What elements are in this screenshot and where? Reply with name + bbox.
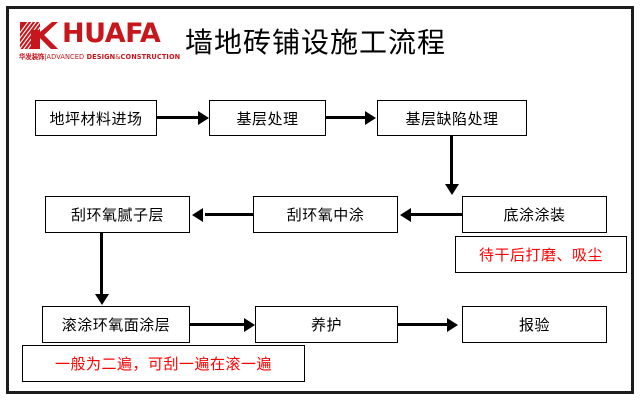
edge-line-n6-n5 bbox=[411, 213, 462, 216]
edge-arrowhead-n1-n2 bbox=[198, 111, 209, 125]
edge-arrowhead-n8-n9 bbox=[447, 318, 458, 332]
flow-node-epoxy-putty-layer[interactable]: 刮环氧腻子层 bbox=[45, 196, 190, 233]
flow-node-epoxy-topcoat-roll[interactable]: 滚涂环氧面涂层 bbox=[42, 306, 190, 343]
tagline-design: DESIGN bbox=[86, 53, 116, 61]
edge-line-n8-n9 bbox=[398, 323, 453, 326]
tagline-construction: CONSTRUCTION bbox=[120, 53, 181, 61]
flow-node-inspection[interactable]: 报验 bbox=[462, 306, 607, 343]
tagline-cn: 华发装饰 bbox=[19, 53, 45, 61]
huafa-wordmark: HUAFA bbox=[62, 18, 161, 49]
flow-node-base-treatment[interactable]: 基层处理 bbox=[209, 100, 326, 136]
edge-arrowhead-n4-n7 bbox=[95, 294, 109, 305]
edge-line-n4-n7 bbox=[100, 233, 103, 297]
tagline-separator: | bbox=[44, 53, 47, 61]
edge-line-n7-n8 bbox=[190, 323, 250, 326]
edge-line-n3-n6 bbox=[450, 136, 453, 186]
edge-arrowhead-n3-n6 bbox=[445, 184, 459, 195]
edge-arrowhead-n2-n3 bbox=[365, 111, 376, 125]
note-two-coats: 一般为二遍，可刮一遍在滚一遍 bbox=[22, 345, 305, 382]
flow-node-primer-coating[interactable]: 底涂涂装 bbox=[462, 196, 607, 233]
edge-line-n1-n2 bbox=[157, 116, 200, 119]
huafa-logo-mark-icon bbox=[20, 22, 58, 49]
edge-line-n2-n3 bbox=[326, 116, 367, 119]
edge-line-n5-n4 bbox=[205, 213, 253, 216]
huafa-tagline: 华发装饰|ADVANCED DESIGN&CONSTRUCTION bbox=[19, 51, 180, 61]
flow-node-base-defect-treatment[interactable]: 基层缺陷处理 bbox=[377, 100, 527, 136]
edge-arrowhead-n5-n4 bbox=[192, 208, 203, 222]
edge-arrowhead-n7-n8 bbox=[244, 318, 255, 332]
tagline-ampersand: & bbox=[115, 53, 121, 61]
flow-node-epoxy-midcoat[interactable]: 刮环氧中涂 bbox=[253, 196, 398, 233]
note-sand-and-vacuum: 待干后打磨、吸尘 bbox=[455, 236, 627, 273]
edge-arrowhead-n6-n5 bbox=[400, 208, 411, 222]
tagline-advanced: ADVANCED bbox=[46, 53, 85, 61]
flow-node-material-entry[interactable]: 地坪材料进场 bbox=[35, 100, 157, 136]
flow-node-curing[interactable]: 养护 bbox=[255, 306, 398, 343]
huafa-logo: HUAFA 华发装饰|ADVANCED DESIGN&CONSTRUCTION bbox=[18, 18, 188, 64]
page-title: 墙地砖铺设施工流程 bbox=[185, 26, 447, 59]
